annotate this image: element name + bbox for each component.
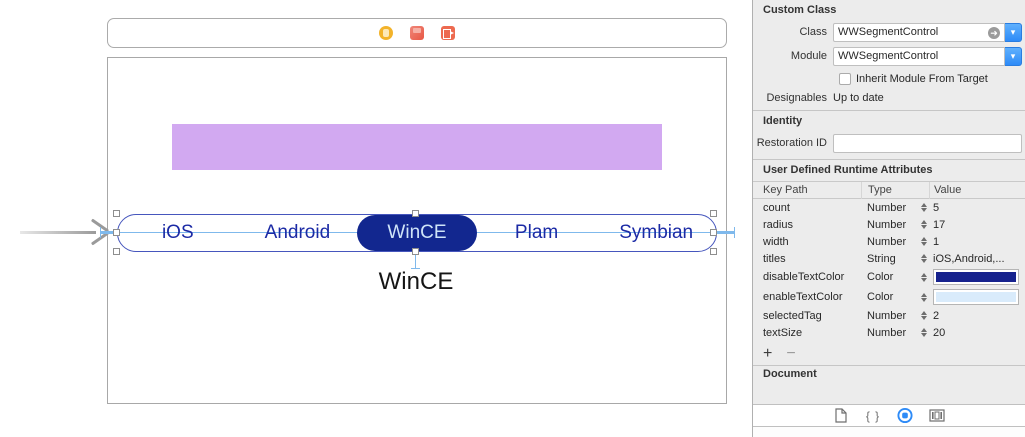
right-resize-bar (714, 231, 735, 234)
table-row[interactable]: radius Number 17 (763, 218, 946, 231)
scene-dock (107, 18, 727, 48)
column-type: Type (861, 181, 929, 199)
remove-attribute-button[interactable]: − (786, 345, 796, 362)
identity-header: Identity (763, 115, 803, 127)
divider (753, 159, 1025, 160)
inherit-module-row: Inherit Module From Target (839, 71, 1025, 86)
class-label: Class (799, 26, 827, 38)
restoration-id-row: Restoration ID (753, 133, 1025, 153)
designables-label: Designables (766, 92, 827, 104)
exit-icon[interactable] (441, 26, 455, 40)
selected-segment-label[interactable]: WinCE (378, 268, 454, 295)
stepper-icon[interactable] (921, 328, 927, 337)
segment-control[interactable]: iOS Android WinCE Plam Symbian (117, 214, 717, 252)
column-key-path: Key Path (763, 184, 808, 196)
custom-class-header: Custom Class (763, 4, 837, 16)
class-target-icon[interactable]: ➜ (988, 26, 1000, 39)
media-library-icon[interactable] (929, 408, 945, 424)
code-snippet-library-icon[interactable]: { } (865, 408, 881, 423)
stepper-icon[interactable] (921, 254, 927, 263)
identity-inspector: Custom Class Class WWSegmentControl ➜ ▾ … (752, 0, 1025, 437)
inherit-module-label: Inherit Module From Target (856, 72, 988, 85)
designables-value: Up to date (833, 92, 884, 104)
file-template-library-icon[interactable] (833, 408, 849, 424)
resize-handle-top-right[interactable] (710, 210, 717, 217)
table-row[interactable]: count Number 5 (763, 201, 940, 214)
stepper-icon[interactable] (921, 237, 927, 246)
module-dropdown-button[interactable]: ▾ (1005, 46, 1022, 66)
runtime-attributes-table: Key Path Type Value count Number 5 radiu… (753, 181, 1025, 341)
left-resize-cap (100, 227, 101, 238)
runtime-attributes-header: User Defined Runtime Attributes (763, 164, 933, 176)
class-field[interactable]: WWSegmentControl ➜ (833, 22, 1005, 42)
resize-handle-bottom-left[interactable] (113, 248, 120, 255)
designables-row: Designables Up to date (753, 92, 1025, 104)
resize-handle-bottom-right[interactable] (710, 248, 717, 255)
entry-arrow (20, 231, 96, 234)
segment-wince-selected[interactable]: WinCE (357, 215, 477, 251)
segment-symbian[interactable]: Symbian (619, 222, 694, 243)
stepper-icon[interactable] (921, 311, 927, 320)
class-row: Class WWSegmentControl ➜ ▾ (753, 22, 1025, 42)
restoration-id-label: Restoration ID (756, 137, 827, 149)
table-header-row: Key Path Type Value (753, 181, 1025, 199)
resize-handle-mid-left[interactable] (113, 229, 120, 236)
table-row[interactable]: selectedTag Number 2 (763, 309, 940, 322)
color-swatch[interactable] (933, 269, 1019, 285)
stepper-icon[interactable] (921, 272, 927, 282)
module-field[interactable]: WWSegmentControl (833, 46, 1005, 66)
table-row[interactable]: disableTextColor Color (753, 267, 1025, 287)
table-row[interactable]: textSize Number 20 (763, 326, 946, 339)
class-dropdown-button[interactable]: ▾ (1005, 22, 1022, 42)
label-connector-line (415, 252, 416, 269)
resize-handle-bottom-center[interactable] (412, 248, 419, 255)
view-controller-icon[interactable] (379, 26, 393, 40)
document-header: Document (753, 365, 1025, 377)
library-bar: { } (753, 404, 1025, 427)
segment-plam[interactable]: Plam (514, 222, 559, 243)
stepper-icon[interactable] (921, 292, 927, 302)
segment-ios[interactable]: iOS (161, 222, 194, 243)
storyboard-canvas[interactable] (107, 57, 727, 404)
restoration-id-field[interactable] (833, 133, 1022, 153)
module-row: Module WWSegmentControl ▾ (753, 46, 1025, 66)
table-row[interactable]: width Number 1 (763, 235, 940, 248)
resize-handle-top-center[interactable] (412, 210, 419, 217)
table-row[interactable]: titles String iOS,Android,... (763, 252, 1005, 265)
color-swatch[interactable] (933, 289, 1019, 305)
segment-android[interactable]: Android (264, 222, 331, 243)
class-value: WWSegmentControl (838, 26, 939, 38)
left-resize-bar (101, 231, 120, 234)
purple-view[interactable] (172, 124, 662, 170)
table-row[interactable]: enableTextColor Color (753, 287, 1025, 307)
resize-handle-top-left[interactable] (113, 210, 120, 217)
inherit-module-checkbox[interactable] (839, 72, 851, 85)
resize-handle-mid-right[interactable] (710, 229, 717, 236)
object-library-icon[interactable] (897, 407, 913, 424)
column-value: Value (929, 181, 1025, 199)
module-value: WWSegmentControl (838, 50, 939, 62)
right-resize-cap (734, 227, 735, 238)
stepper-icon[interactable] (921, 203, 927, 212)
module-label: Module (790, 50, 827, 62)
first-responder-icon[interactable] (410, 26, 424, 40)
stepper-icon[interactable] (921, 220, 927, 229)
divider (753, 110, 1025, 111)
label-connector-cap (411, 268, 420, 269)
add-attribute-button[interactable]: + (763, 345, 773, 362)
panel-footer (753, 427, 1025, 437)
